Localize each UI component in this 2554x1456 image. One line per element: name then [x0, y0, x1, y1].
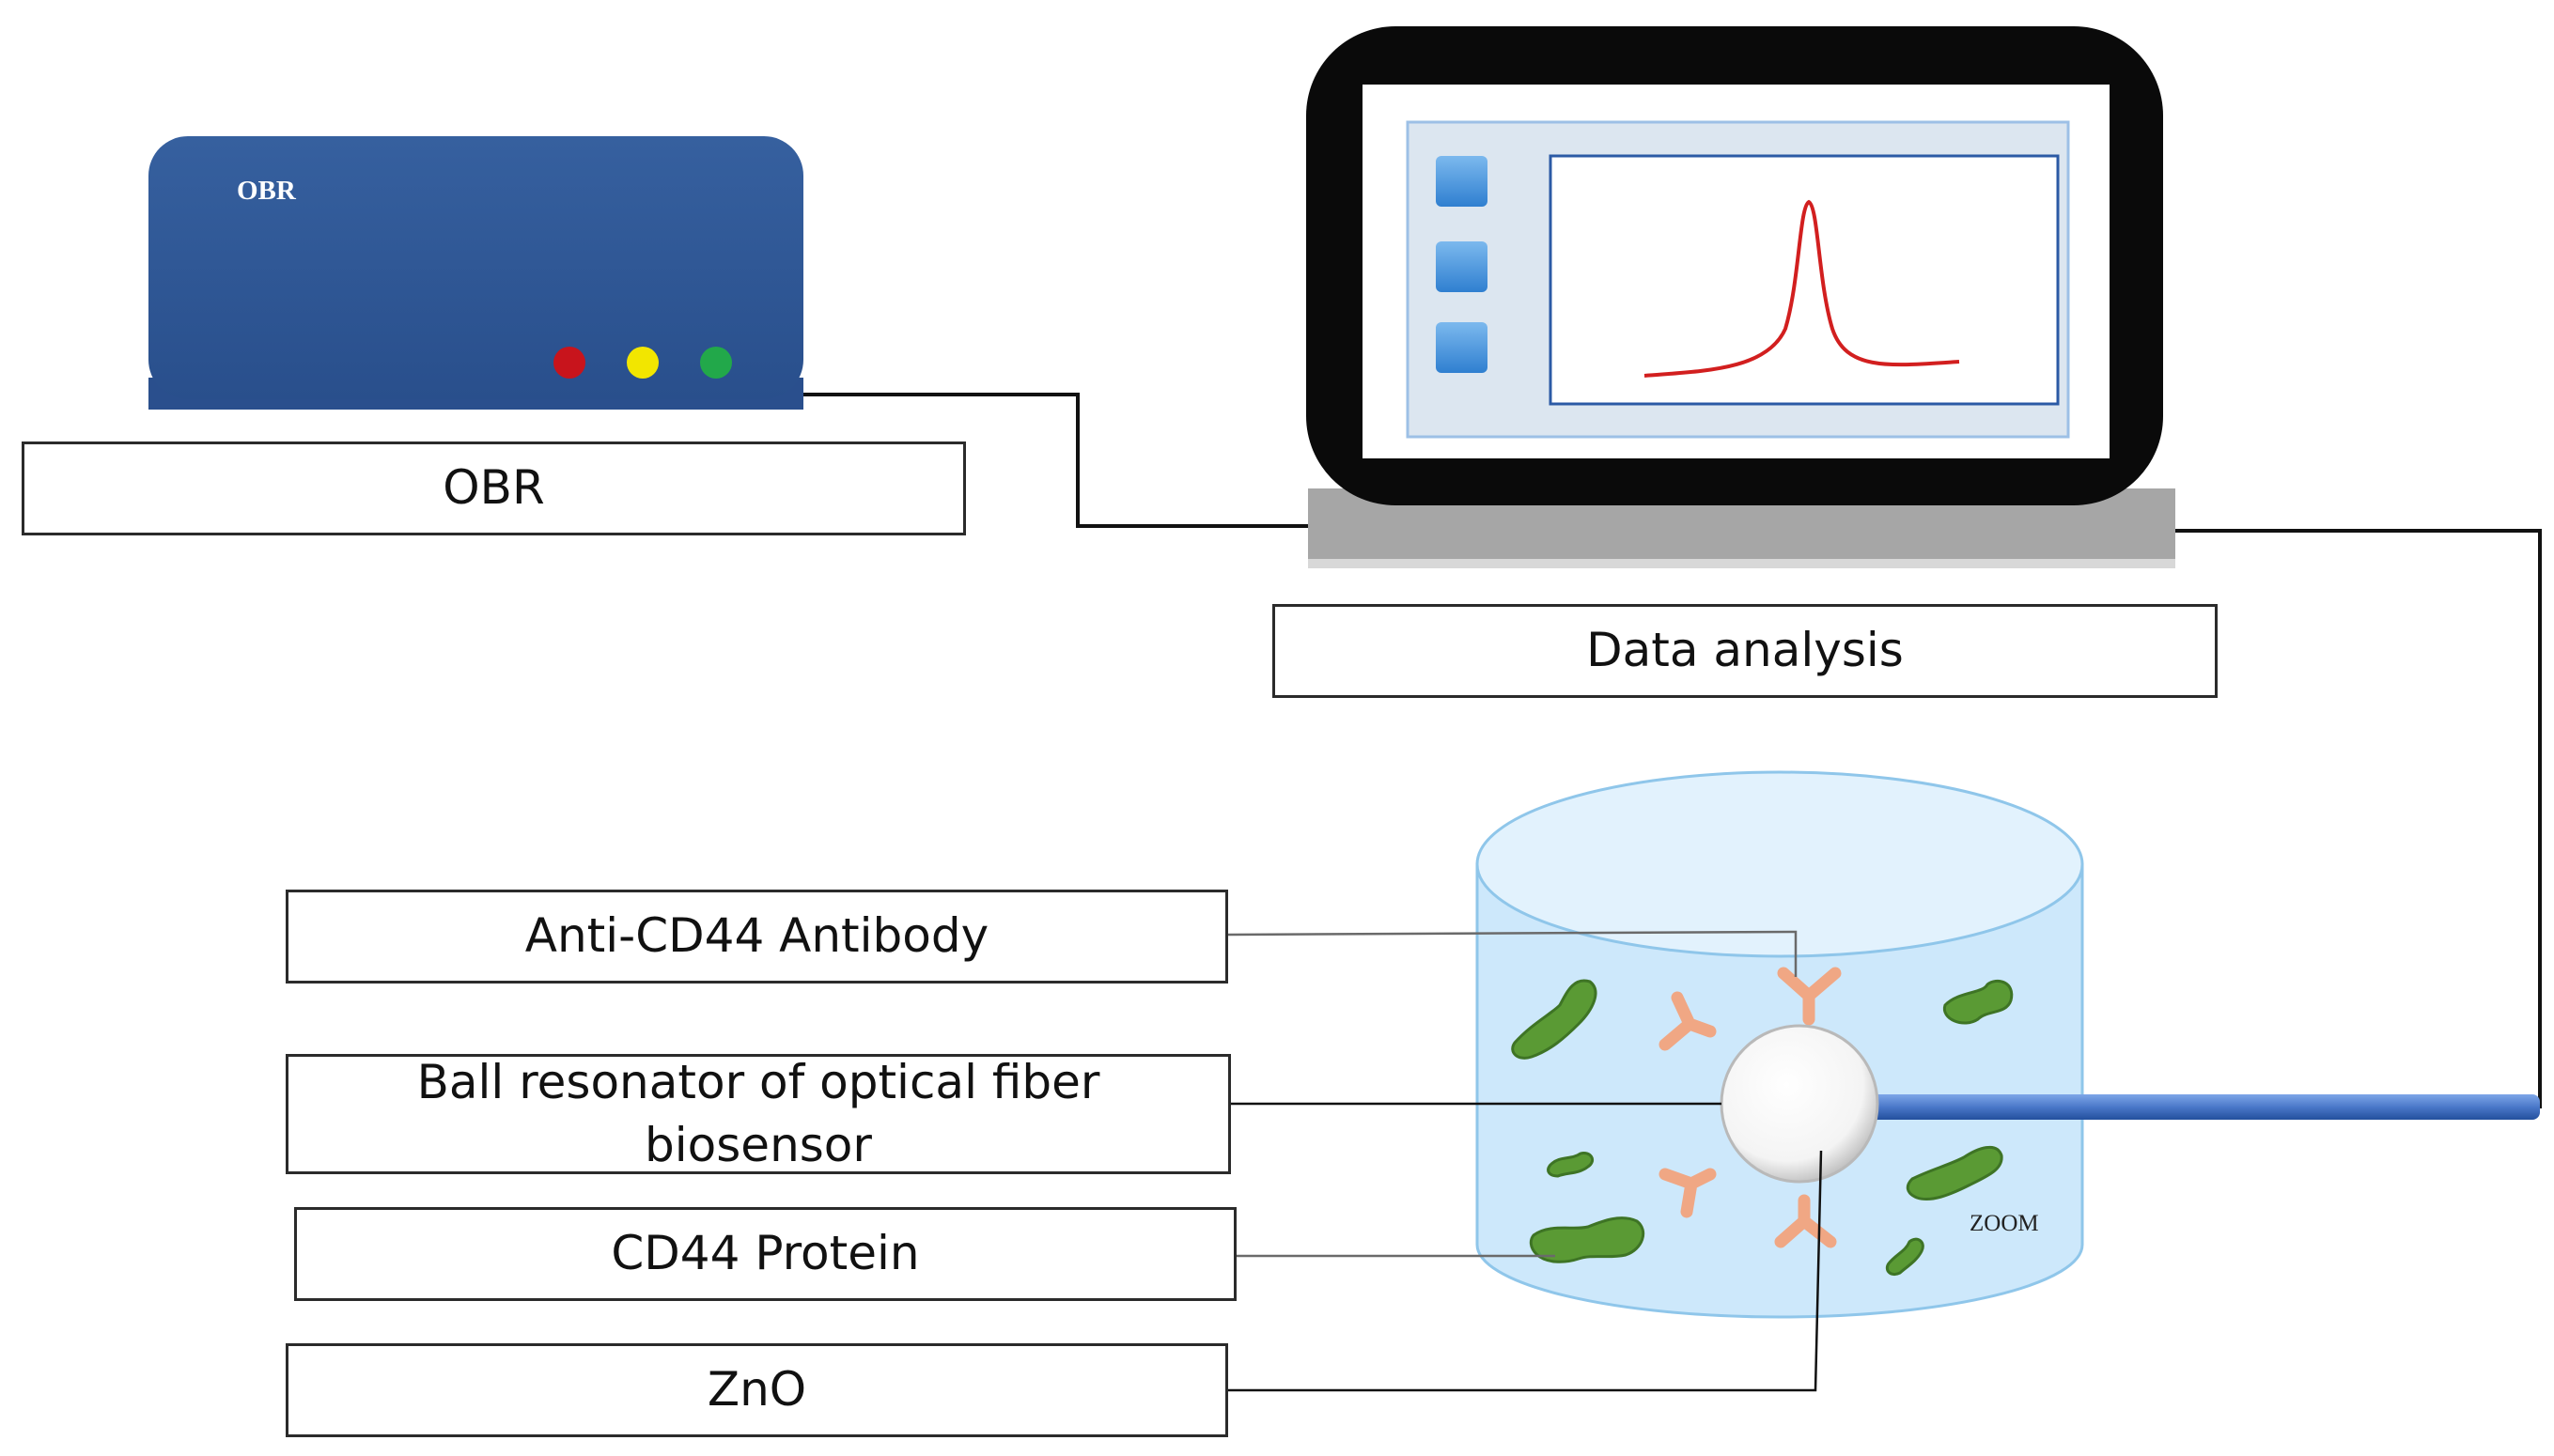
cd44-protein-6 — [1885, 1237, 1924, 1277]
red-led-icon — [553, 347, 585, 379]
monitor-sidebar-button-2 — [1436, 241, 1487, 292]
green-led-icon — [700, 347, 732, 379]
antibody-3 — [1659, 1168, 1717, 1218]
antibody-2 — [1659, 991, 1717, 1051]
protein-label: CD44 Protein — [294, 1207, 1237, 1301]
monitor — [1306, 26, 2175, 568]
monitor-sidebar-button-3 — [1436, 322, 1487, 373]
monitor-to-fiber-cable — [2175, 529, 2542, 1108]
obr-to-monitor-cable — [803, 393, 1308, 528]
yellow-led-icon — [627, 347, 659, 379]
obr-brand-text: OBR — [237, 176, 297, 206]
zno-label: ZnO — [286, 1343, 1228, 1437]
cd44-protein-3 — [1547, 1151, 1594, 1178]
antibody-label: Anti-CD44 Antibody — [286, 890, 1228, 984]
cd44-protein-1 — [1511, 979, 1597, 1060]
resonance-peak-curve — [1643, 199, 1960, 378]
zno-leader-line — [1228, 1150, 1823, 1392]
optical-fiber — [1870, 1094, 2540, 1120]
cd44-protein-2 — [1942, 979, 2014, 1025]
data-analysis-label: Data analysis — [1272, 604, 2218, 698]
obr-device: OBR — [148, 136, 803, 410]
ball-resonator-label: Ball resonator of optical fiber biosenso… — [286, 1054, 1231, 1174]
cd44-protein-5 — [1529, 1216, 1645, 1263]
obr-label: OBR — [22, 441, 966, 535]
monitor-sidebar-button-1 — [1436, 156, 1487, 207]
zoom-label: ZOOM — [1970, 1211, 2039, 1236]
ball-resonator — [1720, 1024, 1879, 1184]
leader-lines — [1227, 930, 1823, 1392]
anti-cd44-antibodies — [1659, 967, 1842, 1248]
cd44-protein-4 — [1906, 1145, 2003, 1200]
antibody-1 — [1777, 967, 1842, 1026]
plot-area — [1549, 154, 2060, 406]
antibody-leader-line — [1227, 930, 1798, 977]
cd44-proteins — [1511, 979, 2014, 1277]
antibody-4 — [1774, 1194, 1837, 1248]
